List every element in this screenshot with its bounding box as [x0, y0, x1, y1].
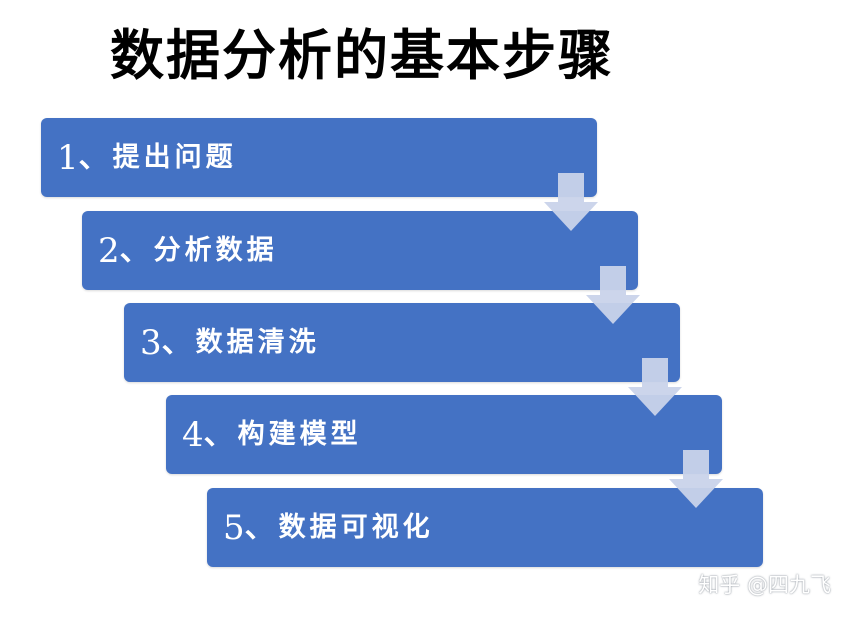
step-separator: 、 [78, 139, 109, 175]
step-box-3: 3、数据清洗 [124, 303, 680, 382]
step-label: 分析数据 [153, 235, 278, 266]
step-number: 2 [98, 230, 120, 271]
step-label: 构建模型 [237, 419, 362, 450]
step-box-1: 1、提出问题 [41, 118, 597, 197]
step-separator: 、 [161, 324, 192, 360]
step-label: 数据清洗 [195, 327, 320, 358]
step-number: 4 [182, 414, 204, 455]
step-separator: 、 [244, 509, 275, 545]
watermark: 知乎 @四九飞 [698, 573, 831, 597]
step-separator: 、 [203, 416, 234, 452]
step-box-5: 5、数据可视化 [207, 488, 763, 567]
step-number: 3 [140, 322, 162, 363]
step-number: 5 [223, 507, 245, 548]
down-arrow-icon [544, 173, 598, 231]
step-box-2: 2、分析数据 [82, 211, 638, 290]
down-arrow-icon [628, 358, 682, 416]
step-label: 数据可视化 [278, 512, 434, 543]
step-separator: 、 [119, 232, 150, 268]
step-label: 提出问题 [112, 142, 237, 173]
down-arrow-icon [586, 266, 640, 324]
step-number: 1 [57, 137, 79, 178]
down-arrow-icon [669, 450, 723, 508]
page-title: 数据分析的基本步骤 [110, 23, 614, 87]
step-box-4: 4、构建模型 [166, 395, 722, 474]
